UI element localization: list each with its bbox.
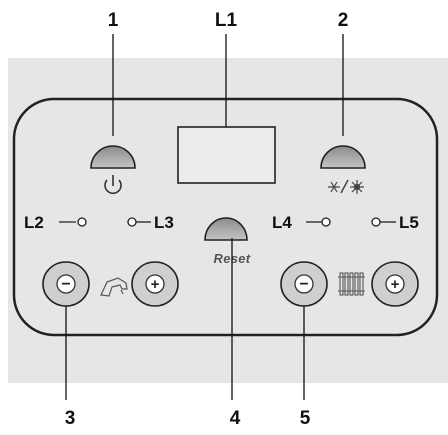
- heating-plus-symbol: +: [391, 276, 400, 293]
- indicator-label-l5: L5: [399, 213, 419, 232]
- power-icon: [104, 175, 122, 195]
- indicator-label-l2: L2: [24, 213, 44, 232]
- heating-minus-symbol: −: [299, 276, 308, 293]
- indicator-label-l4: L4: [272, 213, 292, 232]
- indicator-led-l2: [77, 217, 87, 227]
- callout-1: 1: [108, 10, 119, 31]
- hot-water-tap-icon: [100, 277, 128, 297]
- hot-water-plus-symbol: +: [151, 276, 160, 293]
- callout-l1: L1: [215, 10, 238, 31]
- hot-water-minus-button[interactable]: −: [42, 261, 90, 307]
- hot-water-minus-symbol: −: [61, 276, 70, 293]
- indicator-led-l3: [127, 217, 137, 227]
- indicator-label-l3: L3: [154, 213, 174, 232]
- heating-plus-button[interactable]: +: [371, 261, 419, 307]
- hot-water-plus-button[interactable]: +: [131, 261, 179, 307]
- summer-winter-button[interactable]: [320, 145, 366, 169]
- callout-3: 3: [65, 408, 76, 429]
- summer-winter-icon: [328, 179, 364, 194]
- callout-2: 2: [338, 10, 349, 31]
- indicator-led-l4: [321, 217, 331, 227]
- reset-button[interactable]: [204, 217, 248, 241]
- power-button[interactable]: [90, 145, 136, 169]
- radiator-icon: [338, 272, 365, 296]
- display-window: [177, 126, 276, 184]
- heating-minus-button[interactable]: −: [280, 261, 328, 307]
- callout-5: 5: [300, 408, 311, 429]
- indicator-led-l5: [371, 217, 381, 227]
- callout-4: 4: [230, 408, 241, 429]
